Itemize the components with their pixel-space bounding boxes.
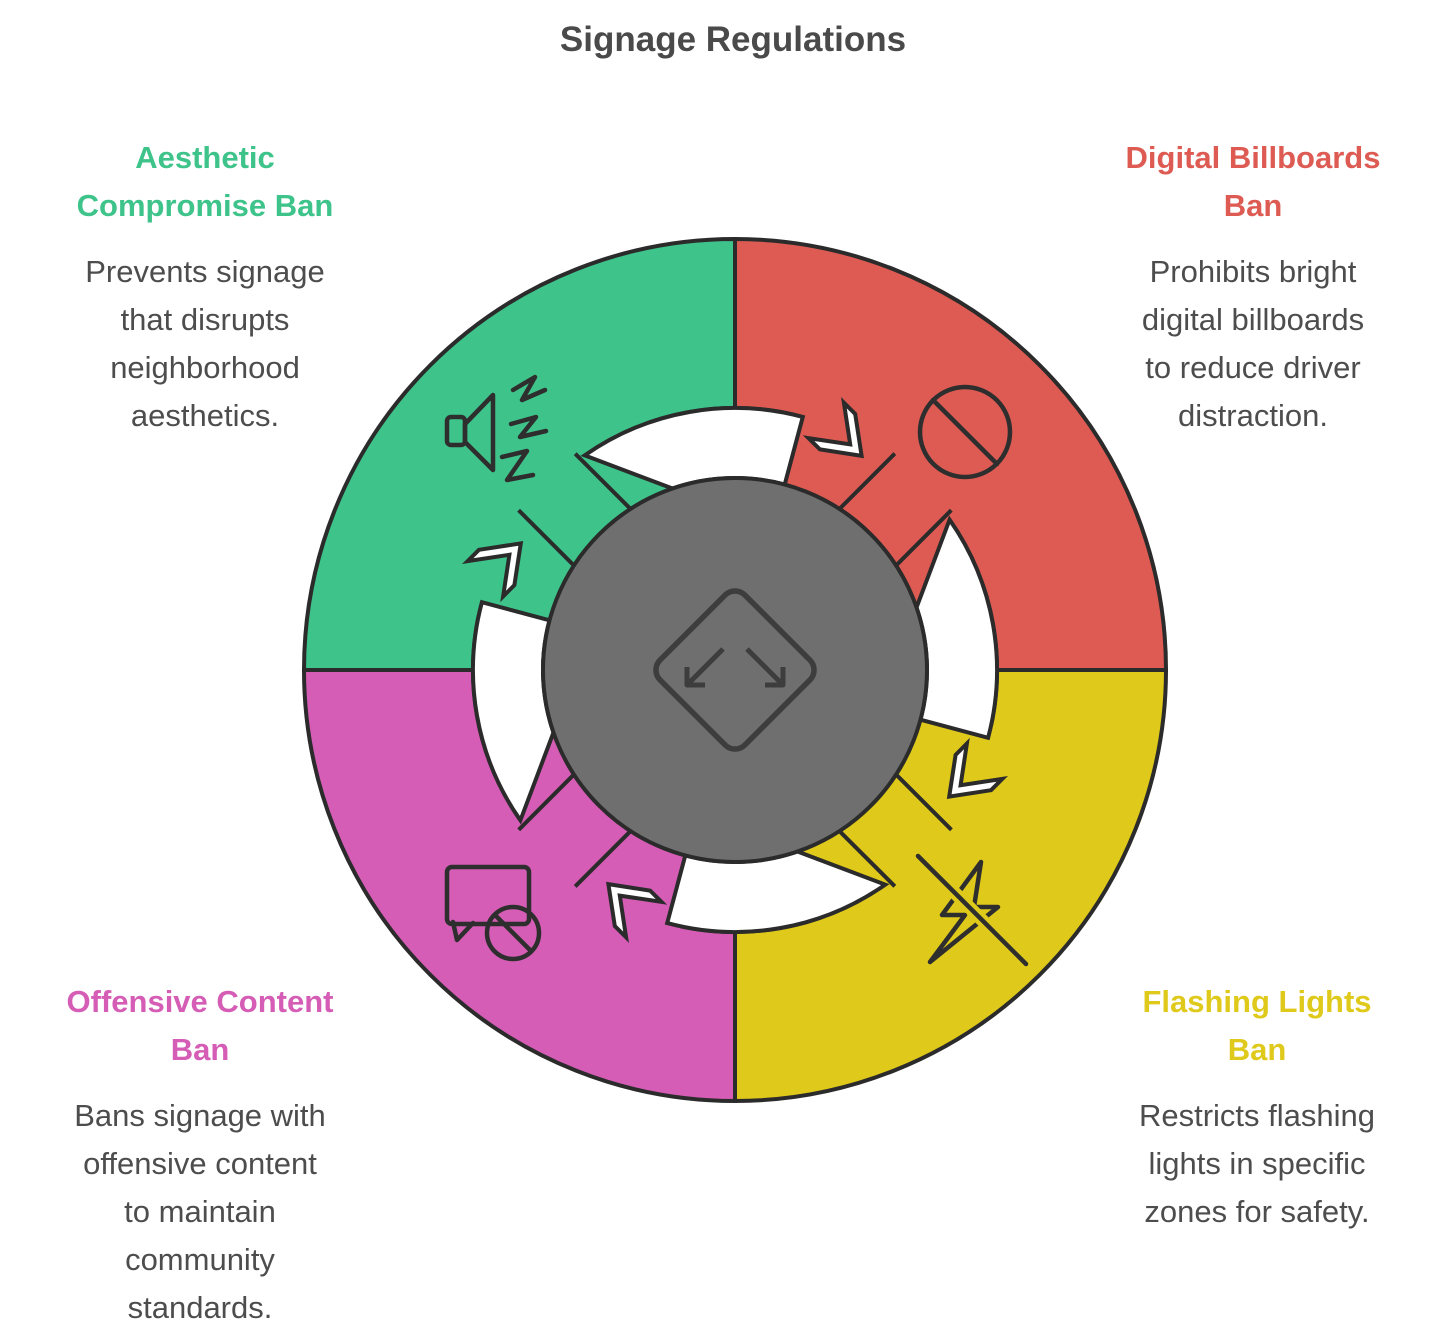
quadrant-body-digital-billboards-ban: Prohibits bright digital billboards to r… — [1141, 254, 1365, 433]
hub-circle — [541, 476, 929, 864]
arm-edge — [835, 826, 897, 888]
arm-edge — [891, 508, 953, 570]
quadrant-body-aesthetic-compromise-ban: Prevents signage that disrupts neighborh… — [85, 254, 325, 433]
quadrant-block-bottom-left: Offensive Content Ban Bans signage with … — [0, 960, 412, 1320]
quadrant-heading-digital-billboards-ban: Digital Billboards Ban — [1125, 140, 1381, 223]
diagram-title: Signage Regulations — [559, 20, 907, 59]
flash-off-slash — [915, 853, 1029, 967]
arm-edge — [517, 770, 579, 832]
arm-chevron-notch — [461, 541, 524, 603]
quadrant-heading-flashing-lights-ban: Flashing Lights Ban — [1142, 984, 1372, 1067]
quadrant-block-bottom-right: Flashing Lights Ban Restricts flashing l… — [1044, 960, 1452, 1254]
arm-chevron-notch — [606, 881, 668, 944]
loudspeaker-noise-icon — [444, 374, 549, 483]
white-ring-arrows — [470, 405, 1000, 935]
diamond-diverging-arrows-icon — [653, 588, 817, 752]
quadrant-body-offensive-content-ban: Bans signage with offensive content to m… — [74, 1098, 326, 1320]
speech-bubble-ban-icon — [444, 864, 542, 962]
prohibition-circle-icon — [917, 384, 1013, 480]
quadrant-body-flashing-lights-ban: Restricts flashing lights in specific zo… — [1138, 1098, 1376, 1229]
arm-edge — [835, 452, 897, 514]
arm-edge — [891, 770, 953, 832]
arm-chevron-notch — [946, 737, 1009, 799]
quadrant-block-top-left: Aesthetic Compromise Ban Prevents signag… — [0, 116, 415, 458]
flash-off-icon — [913, 851, 1031, 969]
quadrant-heading-offensive-content-ban: Offensive Content Ban — [66, 984, 334, 1067]
quadrant-heading-aesthetic-compromise-ban: Aesthetic Compromise Ban — [76, 140, 334, 223]
arm-chevron-notch — [802, 396, 864, 459]
arm-edge — [573, 826, 635, 888]
quadrant-block-top-right: Digital Billboards Ban Prohibits bright … — [1040, 116, 1452, 458]
arm-edge — [573, 452, 635, 514]
arm-edge — [517, 508, 579, 570]
